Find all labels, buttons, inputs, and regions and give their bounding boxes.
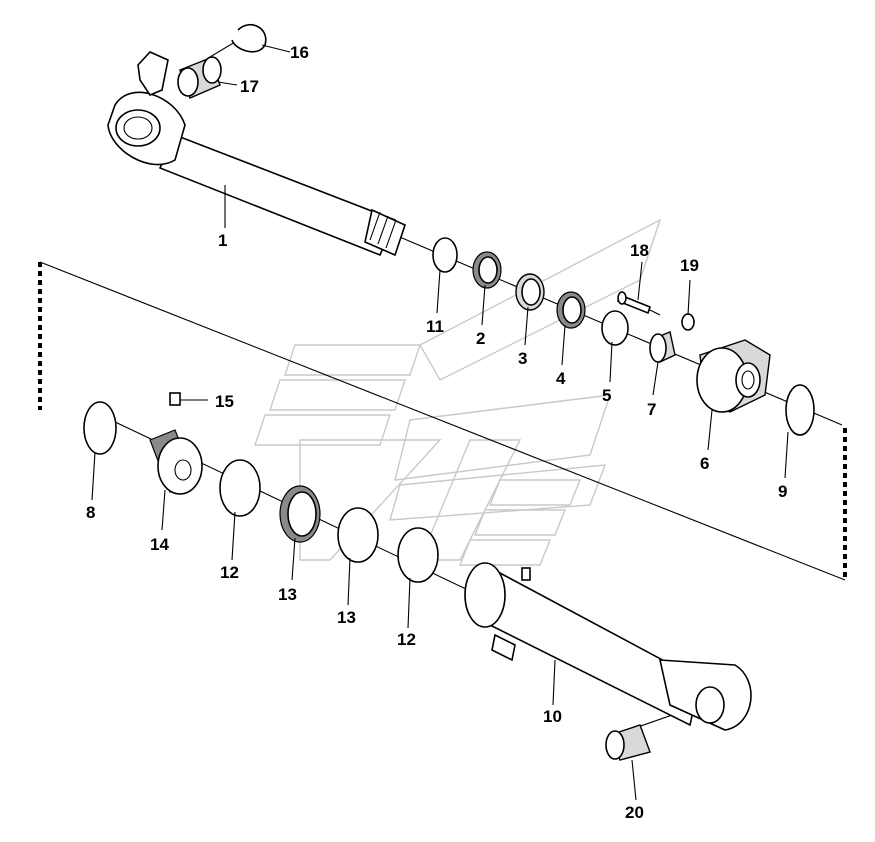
label-part-17: 17 [240, 77, 259, 96]
label-part-12a: 12 [220, 563, 239, 582]
label-part-15: 15 [215, 392, 234, 411]
leader-lines [91, 44, 789, 801]
bushing-17 [177, 56, 222, 99]
label-part-13a: 13 [278, 585, 297, 604]
bushing-20 [605, 724, 651, 761]
washer-19 [681, 313, 695, 331]
label-part-9: 9 [778, 482, 787, 501]
seal-11 [432, 237, 458, 273]
ring-9 [785, 384, 815, 436]
label-part-3: 3 [518, 349, 527, 368]
bushing-7 [649, 331, 676, 364]
ring-13-b [337, 507, 379, 563]
snap-ring-16 [231, 24, 267, 53]
seal-4 [556, 291, 586, 329]
label-part-14: 14 [150, 535, 169, 554]
label-part-13b: 13 [337, 608, 356, 627]
part-number-labels: 1 2 3 4 5 6 7 8 9 10 11 12 12 13 13 14 1… [86, 43, 787, 822]
seal-3 [515, 273, 545, 311]
label-part-18: 18 [630, 241, 649, 260]
seal-2 [472, 251, 502, 289]
label-part-19: 19 [680, 256, 699, 275]
cylinder-barrel [464, 562, 752, 731]
label-part-8: 8 [86, 503, 95, 522]
ring-12-a [219, 459, 261, 517]
ring-13-a [279, 485, 321, 543]
label-part-5: 5 [602, 386, 611, 405]
piston-14 [149, 429, 203, 495]
label-part-7: 7 [647, 400, 656, 419]
label-part-2: 2 [476, 329, 485, 348]
piston-rod [107, 51, 406, 257]
cylinder-head-6 [696, 339, 771, 413]
label-part-11: 11 [426, 317, 444, 336]
screw-18 [617, 291, 651, 315]
label-part-1: 1 [218, 231, 227, 250]
label-part-4: 4 [556, 369, 566, 388]
label-part-10: 10 [543, 707, 562, 726]
label-part-16: 16 [290, 43, 309, 62]
assembly-bracket [38, 261, 847, 581]
ring-12-b [397, 527, 439, 583]
seal-5 [601, 310, 629, 346]
ring-8 [83, 401, 117, 455]
bolt-15 [169, 392, 208, 406]
label-part-12b: 12 [397, 630, 416, 649]
label-part-6: 6 [700, 454, 709, 473]
watermark-logo [254, 218, 662, 566]
label-part-20: 20 [625, 803, 644, 822]
